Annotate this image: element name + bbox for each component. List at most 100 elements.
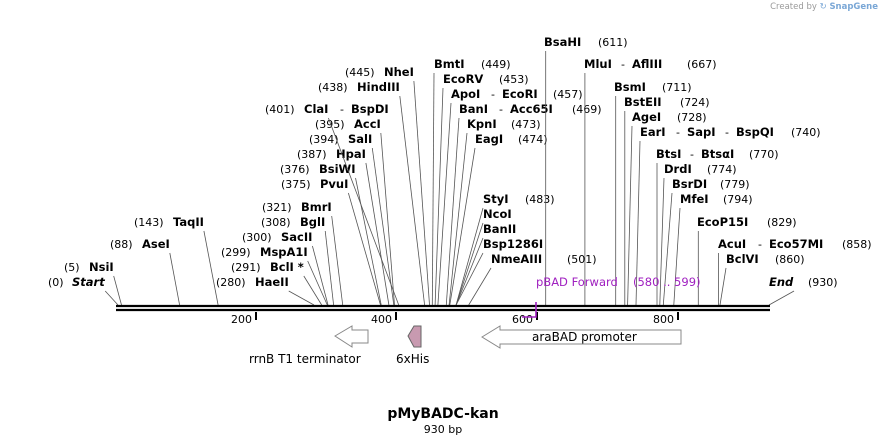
site-position: (88) (110, 238, 133, 251)
leader-line-s11 (348, 192, 381, 306)
site-label: EcoRV (443, 72, 483, 86)
leader-line-s35 (635, 140, 641, 306)
site-label: BsiWI (319, 162, 356, 176)
site-position: (770) (749, 148, 779, 161)
site-s35[interactable]: EarI - SapI - BspQI (740) (640, 125, 821, 139)
feature-arrow (334, 325, 369, 348)
site-s15[interactable]: (395) AccI (315, 117, 381, 131)
leader-line-s37 (659, 177, 665, 306)
site-label: Start (72, 275, 105, 289)
site-s2[interactable]: (5) NsiI (64, 260, 114, 274)
restriction-sites: (0) Start (5) NsiI (88) AseI (143) TaqII… (48, 35, 872, 289)
feature-arabad-promoter[interactable]: araBAD promoter (481, 325, 682, 349)
site-s13[interactable]: (387) HpaI (297, 147, 366, 161)
site-label: ApoI (451, 87, 480, 101)
site-s27[interactable]: BanII (483, 222, 516, 236)
site-s39[interactable]: MfeI (794) (680, 192, 753, 206)
site-s36[interactable]: BtsI - BtsαI (770) (656, 147, 779, 161)
site-s21[interactable]: ApoI - EcoRI (457) (451, 87, 583, 101)
site-position: (445) (345, 66, 375, 79)
leader-line-s5 (288, 290, 315, 306)
site-s33[interactable]: BstEII (724) (624, 95, 710, 109)
site-s28[interactable]: Bsp1286I (483, 237, 543, 251)
site-s26[interactable]: NcoI (483, 207, 512, 221)
svg-text:-: - (499, 103, 503, 116)
site-s42[interactable]: BclVI (860) (726, 252, 805, 266)
svg-text:-: - (676, 126, 680, 139)
svg-text:-: - (340, 103, 344, 116)
site-s32[interactable]: BsmI (711) (614, 80, 692, 94)
svg-text:-: - (725, 126, 729, 139)
site-s38[interactable]: BsrDI (779) (672, 177, 750, 191)
site-s29[interactable]: NmeAIII (501) (491, 252, 597, 266)
site-position: (740) (791, 126, 821, 139)
site-s30[interactable]: BsaHI (611) (544, 35, 628, 49)
site-s25[interactable]: StyI (483) (483, 192, 555, 206)
site-s5[interactable]: (280) HaeII (216, 275, 289, 289)
site-label: AcuI (718, 237, 746, 251)
site-label: BtsI (656, 147, 681, 161)
feature-arrow (407, 325, 422, 348)
feature-rrnb-t1-terminator[interactable]: rrnB T1 terminator (249, 325, 369, 366)
site-s23[interactable]: KpnI (473) (467, 117, 541, 131)
site-s16[interactable]: (401) ClaI - BspDI (265, 102, 389, 116)
site-label: NsiI (89, 260, 114, 274)
site-s14[interactable]: (394) SalI (309, 132, 372, 146)
site-s19[interactable]: BmtI (449) (434, 57, 511, 71)
site-position: (291) (231, 261, 261, 274)
site-s7[interactable]: (299) MspA1I (221, 245, 308, 259)
site-s34[interactable]: AgeI (728) (632, 110, 707, 124)
site-s41[interactable]: AcuI - Eco57MI (858) (718, 237, 872, 251)
site-s22[interactable]: BanI - Acc65I (469) (459, 102, 602, 116)
leader-line-s39 (673, 207, 681, 306)
leader-line-s3 (169, 252, 180, 306)
leader-line-s18 (413, 80, 430, 306)
svg-text:-: - (690, 148, 694, 161)
site-label-alt: Eco57MI (769, 237, 823, 251)
site-label: BclVI (726, 252, 759, 266)
site-s3[interactable]: (88) AseI (110, 237, 170, 251)
primer-pbad-forward[interactable]: pBAD Forward (580 .. 599) (522, 275, 701, 318)
site-label: KpnI (467, 117, 497, 131)
site-s11[interactable]: (375) PvuI (281, 177, 348, 191)
site-s1[interactable]: (0) Start (48, 275, 105, 289)
site-s18[interactable]: (445) NheI (345, 65, 414, 79)
site-s24[interactable]: EagI (474) (475, 132, 548, 146)
primer-label: pBAD Forward (536, 275, 618, 289)
site-position: (401) (265, 103, 295, 116)
site-position: (779) (720, 178, 750, 191)
site-s31[interactable]: MluI - AflIII (667) (584, 57, 717, 71)
feature-6xhis[interactable]: 6xHis (396, 325, 429, 366)
site-position: (143) (134, 216, 164, 229)
site-s17[interactable]: (438) HindIII (318, 80, 400, 94)
site-s9[interactable]: (308) BglI (261, 215, 325, 229)
site-s40[interactable]: EcoP15I (829) (697, 215, 797, 229)
site-position: (280) (216, 276, 246, 289)
site-position: (711) (662, 81, 692, 94)
site-label: SalI (348, 132, 372, 146)
site-label: StyI (483, 192, 509, 206)
site-position: (473) (511, 118, 541, 131)
leader-line-s6 (303, 275, 323, 306)
site-s10[interactable]: (321) BmrI (262, 200, 332, 214)
site-s43[interactable]: End (930) (769, 275, 838, 289)
site-position: (321) (262, 201, 292, 214)
site-s12[interactable]: (376) BsiWI (280, 162, 356, 176)
site-position: (724) (680, 96, 710, 109)
leader-line-s23 (448, 132, 468, 306)
snapgene-credit: Created by ↻ SnapGene (770, 2, 878, 12)
site-position: (829) (767, 216, 797, 229)
site-label-alt: AflIII (632, 57, 662, 71)
svg-text:-: - (621, 58, 625, 71)
leader-line-s43 (768, 290, 795, 306)
site-label: MluI (584, 57, 612, 71)
site-position: (376) (280, 163, 310, 176)
site-s6[interactable]: (291) BclI * (231, 260, 304, 274)
site-position: (375) (281, 178, 311, 191)
credit-brand: SnapGene (829, 2, 878, 12)
site-s20[interactable]: EcoRV (453) (443, 72, 529, 86)
site-s37[interactable]: DrdI (774) (664, 162, 737, 176)
site-s4[interactable]: (143) TaqII (134, 215, 204, 229)
site-s8[interactable]: (300) SacII (242, 230, 312, 244)
